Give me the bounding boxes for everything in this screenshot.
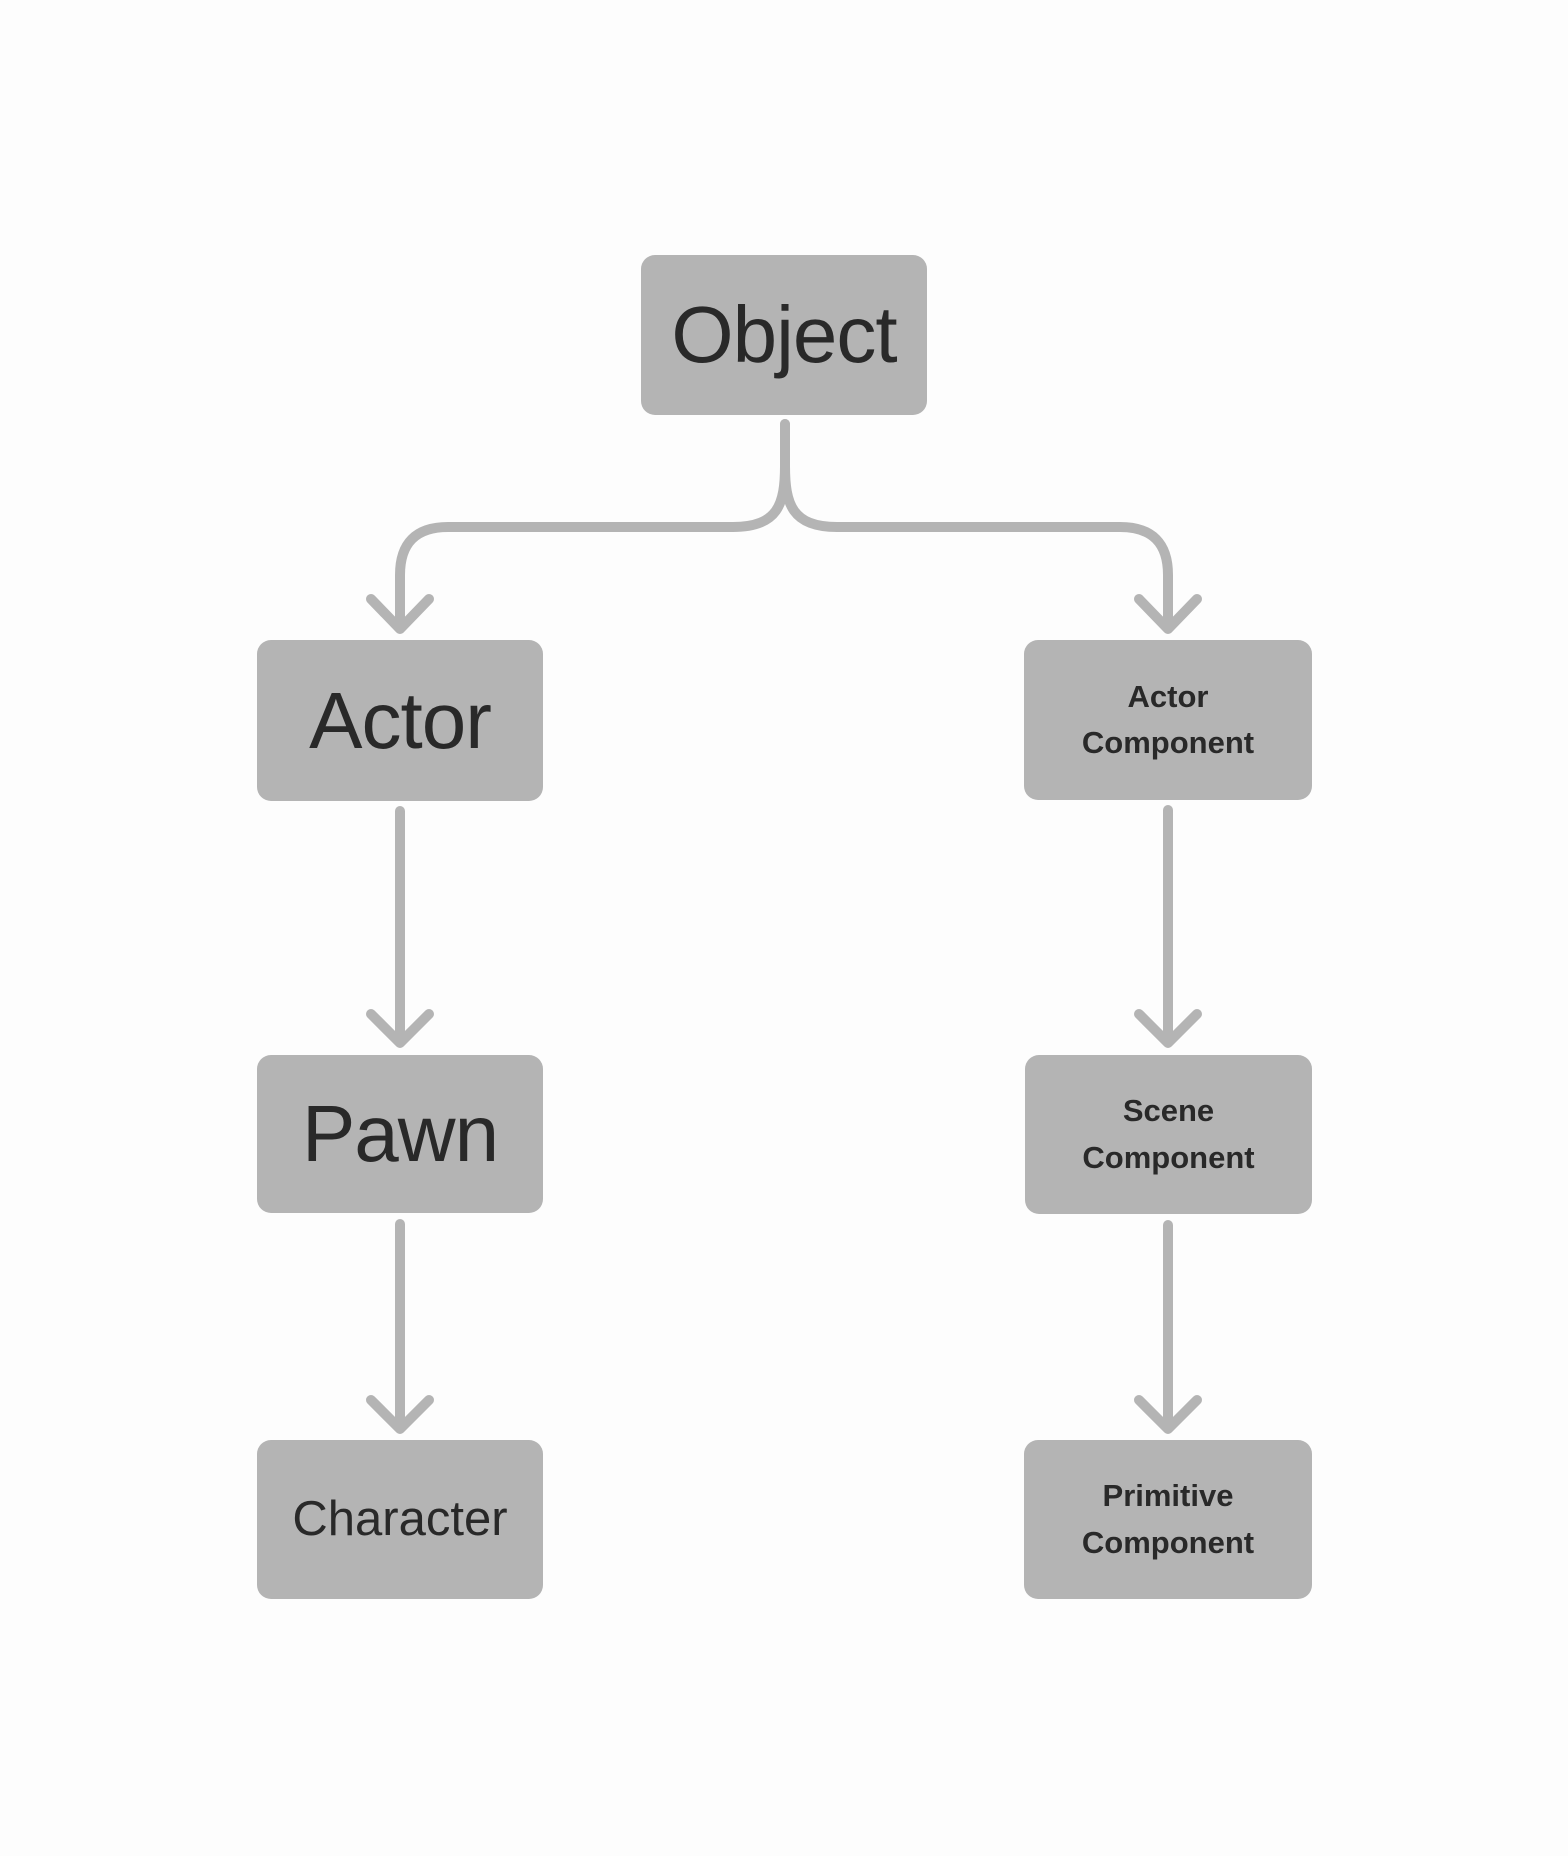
- node-scene-component-label-line1: Scene: [1122, 1093, 1215, 1128]
- arrowhead-down-icon: [366, 1395, 434, 1434]
- node-pawn: Pawn: [257, 1055, 543, 1213]
- node-object-label: Object: [671, 290, 897, 379]
- node-actor-component: Actor Component: [1024, 640, 1312, 800]
- edge-line: [395, 419, 790, 627]
- arrowhead-down-icon: [1134, 594, 1202, 634]
- arrowhead-down-icon: [1134, 1009, 1202, 1048]
- node-actor-label: Actor: [309, 675, 492, 765]
- node-scene-component: Scene Component: [1025, 1055, 1312, 1214]
- edge-line: [780, 419, 1173, 627]
- edge-object-actor-component: [780, 419, 1202, 634]
- node-character-label: Character: [292, 1491, 508, 1546]
- arrowhead-down-icon: [366, 1009, 434, 1048]
- edge-actor-component-scene-component: [1134, 805, 1202, 1048]
- arrowhead-down-icon: [366, 594, 434, 634]
- node-actor: Actor: [257, 640, 543, 801]
- node-object: Object: [641, 255, 927, 415]
- node-scene-component-label-line2: Component: [1082, 1139, 1255, 1175]
- edge-scene-component-primitive-component: [1134, 1220, 1202, 1434]
- node-actor-component-label-line1: Actor: [1127, 678, 1209, 714]
- edge-pawn-character: [366, 1219, 434, 1434]
- node-character: Character: [257, 1440, 543, 1599]
- node-pawn-label: Pawn: [301, 1089, 499, 1178]
- node-primitive-component-label-line1: Primitive: [1102, 1478, 1234, 1513]
- arrowhead-down-icon: [1134, 1395, 1202, 1434]
- edge-actor-pawn: [366, 806, 434, 1048]
- node-primitive-component-label-line2: Component: [1081, 1524, 1255, 1560]
- node-primitive-component: Primitive Component: [1024, 1440, 1312, 1599]
- edge-object-actor: [366, 419, 790, 634]
- node-actor-component-label-line2: Component: [1081, 725, 1255, 760]
